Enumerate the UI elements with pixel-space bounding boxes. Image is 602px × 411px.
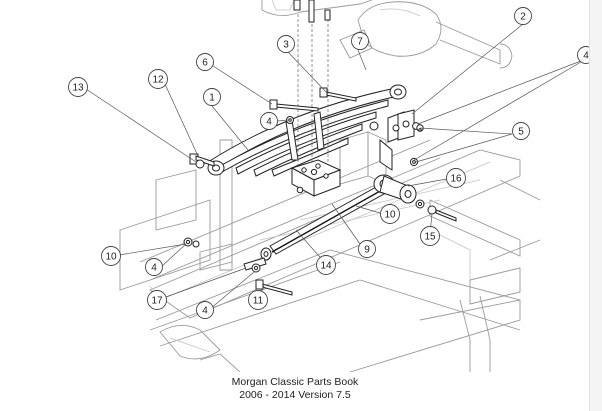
callout-4-washer-upper: 4: [260, 112, 278, 130]
callout-11: 11: [248, 290, 268, 310]
svg-text:11: 11: [253, 296, 264, 307]
svg-text:4: 4: [202, 306, 208, 317]
rear-suspension-exploded-view: 1 2 3 4 4 4 4 5 6 7 9 10 10 11 12 13 14 …: [68, 0, 590, 372]
svg-text:4: 4: [151, 263, 157, 274]
callout-10-right: 10: [380, 204, 400, 224]
caption-title: Morgan Classic Parts Book: [231, 376, 359, 388]
svg-text:5: 5: [518, 127, 524, 138]
callout-7: 7: [351, 32, 369, 50]
svg-text:13: 13: [72, 83, 84, 94]
callout-6: 6: [196, 53, 214, 71]
callout-14: 14: [316, 255, 336, 275]
trailing-arm-rod: [183, 174, 457, 296]
callout-4-lower-left: 4: [145, 258, 163, 276]
svg-text:7: 7: [357, 37, 363, 48]
callout-3: 3: [277, 35, 295, 53]
svg-text:14: 14: [320, 261, 332, 272]
callout-9: 9: [358, 240, 376, 258]
svg-text:10: 10: [105, 252, 117, 263]
svg-text:3: 3: [283, 40, 289, 51]
callout-5: 5: [512, 122, 530, 140]
svg-text:4: 4: [583, 51, 589, 62]
callout-10-left: 10: [101, 246, 121, 266]
callout-13: 13: [68, 77, 88, 97]
svg-text:12: 12: [152, 75, 164, 86]
svg-text:9: 9: [364, 245, 370, 256]
nuts-cluster: [296, 124, 424, 194]
callout-12: 12: [148, 69, 168, 89]
svg-text:6: 6: [202, 58, 208, 69]
svg-text:1: 1: [209, 93, 215, 104]
svg-text:17: 17: [151, 296, 163, 307]
callout-1: 1: [203, 88, 221, 106]
callout-2: 2: [514, 7, 532, 25]
callout-16: 16: [446, 168, 466, 188]
callout-17: 17: [147, 290, 167, 310]
shackle-bracket: [369, 109, 420, 171]
right-edge-gutter: [589, 0, 602, 411]
svg-text:4: 4: [266, 117, 272, 128]
callout-4-right: 4: [577, 46, 590, 64]
svg-text:10: 10: [384, 210, 396, 221]
svg-text:2: 2: [520, 12, 526, 23]
callout-15: 15: [420, 226, 440, 246]
spring-plate: [290, 159, 342, 197]
leaf-spring-assembly: [207, 84, 407, 177]
caption-version: 2006 - 2014 Version 7.5: [239, 389, 351, 401]
fastener-bolts: [189, 87, 357, 169]
callout-4-bottom: 4: [196, 301, 214, 319]
u-bolt-lines: [293, 0, 331, 172]
svg-text:15: 15: [424, 232, 436, 243]
svg-text:16: 16: [450, 174, 462, 185]
